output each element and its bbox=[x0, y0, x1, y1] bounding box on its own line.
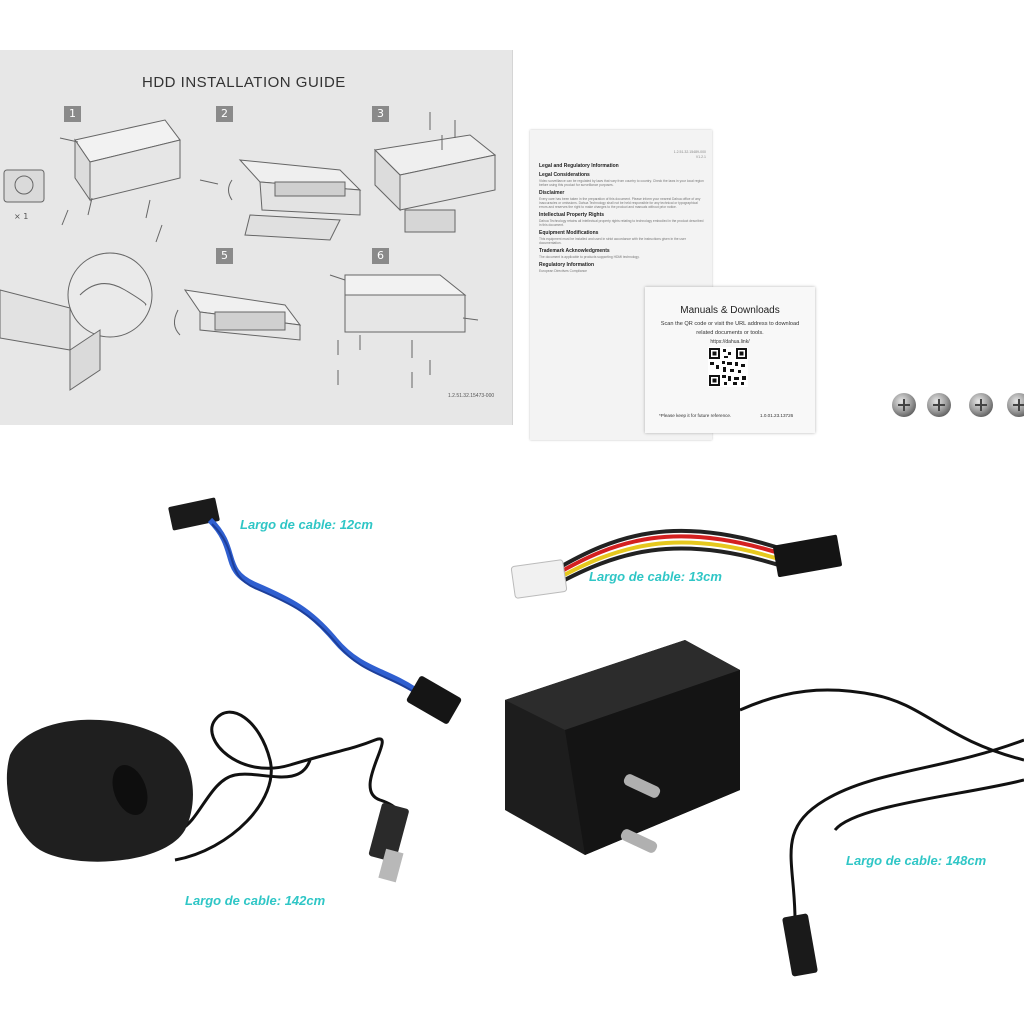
legal-heading: Intellectual Property Rights bbox=[539, 212, 605, 218]
legal-heading: Disclaimer bbox=[539, 190, 565, 196]
legal-heading: Equipment Modifications bbox=[539, 230, 599, 236]
manuals-description: Scan the QR code or visit the URL addres… bbox=[660, 321, 800, 336]
manuals-url: https://dahua.link/ bbox=[710, 339, 750, 345]
step-5-badge: 5 bbox=[216, 248, 233, 264]
legal-paragraph: Dahua Technology retains all intellectua… bbox=[539, 219, 704, 227]
power-adapter-cable bbox=[510, 528, 842, 599]
hdd-installation-guide: HDD INSTALLATION GUIDE 1 2 3 5 6 × 1 1.2… bbox=[0, 50, 513, 425]
usb-plug-icon bbox=[368, 802, 409, 862]
step-6-badge: 6 bbox=[372, 248, 389, 264]
legal-content: Legal and Regulatory Information Legal C… bbox=[539, 160, 704, 273]
legal-version: V1.2.1 bbox=[695, 155, 706, 159]
qr-code-icon bbox=[708, 347, 748, 387]
legal-heading: Legal Considerations bbox=[539, 172, 590, 178]
legal-paragraph: Video surveillance can be regulated by l… bbox=[539, 179, 704, 187]
guide-illustrations bbox=[0, 112, 497, 391]
guide-title: HDD INSTALLATION GUIDE bbox=[142, 74, 346, 91]
step-1-badge: 1 bbox=[64, 106, 81, 122]
screw-icon bbox=[1007, 393, 1024, 417]
plug-pin-icon bbox=[623, 774, 661, 798]
molex-connector-icon bbox=[510, 559, 568, 599]
usb-mouse bbox=[6, 710, 409, 883]
sata-cable bbox=[168, 497, 462, 724]
legal-codes: 1.2.51.32.15489-000 V1.2.1 bbox=[674, 150, 706, 160]
legal-paragraph: The document is applicable to products s… bbox=[539, 255, 640, 259]
manuals-title: Manuals & Downloads bbox=[680, 305, 780, 316]
power-supply bbox=[505, 640, 1024, 977]
manuals-version: 1.0.01.23.13726 bbox=[760, 413, 794, 418]
legal-heading: Regulatory Information bbox=[539, 262, 595, 268]
legal-paragraph: European Directives Compliance bbox=[539, 269, 588, 273]
legal-paragraph: This equipment must be installed and use… bbox=[539, 237, 686, 245]
mouse-body-icon bbox=[6, 719, 193, 862]
psu-cable-label: Largo de cable: 148cm bbox=[846, 853, 987, 868]
step-2-badge: 2 bbox=[216, 106, 233, 122]
sata-power-connector-icon bbox=[773, 534, 842, 577]
power-adapter-cable-label: Largo de cable: 13cm bbox=[589, 569, 722, 584]
step-3-badge: 3 bbox=[372, 106, 389, 122]
manuals-note: *Please keep it for future reference. bbox=[659, 413, 732, 418]
guide-code: 1.2.51.32.15473-000 bbox=[448, 393, 495, 399]
dc-plug-icon bbox=[782, 913, 818, 977]
sata-connector-icon bbox=[406, 676, 462, 724]
screw-icon bbox=[969, 393, 993, 417]
sata-cable-label: Largo de cable: 12cm bbox=[240, 517, 373, 532]
sata-connector-icon bbox=[168, 497, 220, 531]
legal-paragraph: Every care has been taken in the prepara… bbox=[539, 197, 701, 209]
screw-icon bbox=[892, 393, 916, 417]
legal-heading: Trademark Acknowledgments bbox=[539, 248, 610, 254]
manuals-card: Manuals & Downloads Scan the QR code or … bbox=[645, 287, 815, 433]
legal-code: 1.2.51.32.15489-000 bbox=[673, 150, 706, 154]
screw-icon bbox=[927, 393, 951, 417]
plug-pin-icon bbox=[620, 829, 658, 853]
mouse-cable-label: Largo de cable: 142cm bbox=[185, 893, 326, 908]
legal-leaflet: 1.2.51.32.15489-000 V1.2.1 Legal and Reg… bbox=[530, 130, 712, 440]
legal-heading: Legal and Regulatory Information bbox=[539, 163, 619, 169]
hdd-quantity: × 1 bbox=[14, 212, 29, 221]
screws bbox=[892, 393, 1024, 417]
